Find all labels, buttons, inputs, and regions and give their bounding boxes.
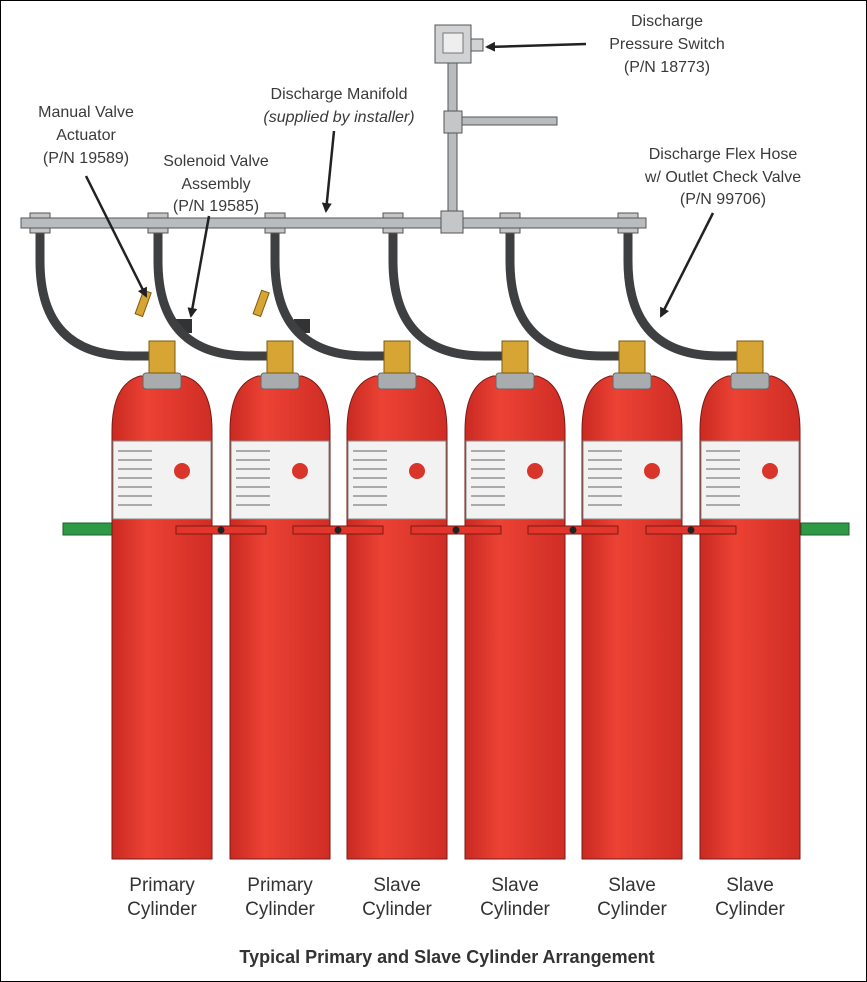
label-graphic bbox=[527, 463, 543, 479]
cylinder-primary bbox=[29, 212, 213, 860]
cylinder-valve bbox=[618, 340, 646, 374]
label-graphic bbox=[409, 463, 425, 479]
cylinder-caption-line1: Slave bbox=[726, 875, 774, 896]
cylinder-label bbox=[347, 440, 447, 520]
cylinder-caption-line1: Primary bbox=[129, 875, 195, 896]
cylinder-neck bbox=[142, 372, 182, 390]
label-graphic bbox=[292, 463, 308, 479]
bracket-bolt bbox=[334, 526, 342, 534]
cylinders bbox=[29, 212, 801, 860]
cylinder-label bbox=[465, 440, 565, 520]
callout-text: Discharge bbox=[631, 13, 703, 30]
cylinder-caption-line2: Cylinder bbox=[127, 899, 197, 920]
bracket-bolt bbox=[569, 526, 577, 534]
cylinder-slave bbox=[264, 212, 448, 860]
bracket-bolt bbox=[217, 526, 225, 534]
callout-text: (P/N 19589) bbox=[43, 150, 129, 167]
cylinder-neck bbox=[260, 372, 300, 390]
cylinder-neck bbox=[495, 372, 535, 390]
flex-hose bbox=[623, 231, 738, 361]
callout-text: w/ Outlet Check Valve bbox=[644, 169, 801, 186]
callout-flex-hose: Discharge Flex Hose w/ Outlet Check Valv… bbox=[644, 146, 801, 318]
callout-pressure-switch: Discharge Pressure Switch (P/N 18773) bbox=[485, 13, 725, 76]
callout-text: Solenoid Valve bbox=[163, 153, 269, 170]
callout-solenoid: Solenoid Valve Assembly (P/N 19585) bbox=[163, 153, 269, 318]
arrow-icon bbox=[84, 175, 148, 298]
bracket-bolt bbox=[452, 526, 460, 534]
flex-hose bbox=[35, 231, 150, 361]
callout-text: Assembly bbox=[181, 176, 250, 193]
arrow-icon bbox=[659, 212, 715, 318]
cylinder-primary bbox=[147, 212, 331, 860]
cylinder-caption-line1: Slave bbox=[373, 875, 421, 896]
discharge-manifold bbox=[20, 40, 647, 234]
cylinder-caption-line2: Cylinder bbox=[480, 899, 550, 920]
callout-text: Discharge Flex Hose bbox=[649, 146, 798, 163]
flex-hose bbox=[505, 231, 620, 361]
cylinder-label bbox=[700, 440, 800, 520]
flex-hose bbox=[153, 231, 268, 361]
cylinder-valve bbox=[148, 340, 176, 374]
cylinder-label bbox=[112, 440, 212, 520]
callout-text: (P/N 99706) bbox=[680, 191, 766, 208]
cylinder-caption-line2: Cylinder bbox=[362, 899, 432, 920]
manual-actuator-lever bbox=[134, 289, 152, 318]
pressure-switch bbox=[434, 24, 484, 64]
flex-hose bbox=[388, 231, 503, 361]
cylinder-slave bbox=[382, 212, 566, 860]
cylinder-label bbox=[230, 440, 330, 520]
callout-manifold: Discharge Manifold (supplied by installe… bbox=[263, 86, 415, 213]
cylinder-valve bbox=[501, 340, 529, 374]
cylinder-valve bbox=[383, 340, 411, 374]
callout-text: (P/N 18773) bbox=[624, 59, 710, 76]
arrow-icon bbox=[321, 130, 336, 213]
cylinder-caption-line1: Slave bbox=[608, 875, 656, 896]
cylinder-caption-line2: Cylinder bbox=[245, 899, 315, 920]
callout-text: Pressure Switch bbox=[609, 36, 725, 53]
callout-text: (supplied by installer) bbox=[263, 109, 414, 126]
label-graphic bbox=[762, 463, 778, 479]
arrow-icon bbox=[485, 41, 587, 52]
cylinder-label bbox=[582, 440, 682, 520]
arrow-icon bbox=[187, 215, 211, 318]
callout-text: Manual Valve bbox=[38, 104, 134, 121]
manual-actuator-lever bbox=[252, 289, 270, 318]
callout-manual-actuator: Manual Valve Actuator (P/N 19589) bbox=[38, 104, 148, 298]
cylinder-valve bbox=[736, 340, 764, 374]
callout-text: (P/N 19585) bbox=[173, 198, 259, 215]
callout-text: Actuator bbox=[56, 127, 116, 144]
label-graphic bbox=[174, 463, 190, 479]
cylinder-valve bbox=[266, 340, 294, 374]
cylinder-neck bbox=[612, 372, 652, 390]
diagram-caption: Typical Primary and Slave Cylinder Arran… bbox=[239, 947, 654, 967]
callout-text: Discharge Manifold bbox=[271, 86, 408, 103]
cylinder-caption-line1: Slave bbox=[491, 875, 539, 896]
cylinder-neck bbox=[377, 372, 417, 390]
cylinder-caption-line2: Cylinder bbox=[715, 899, 785, 920]
bracket-bolt bbox=[687, 526, 695, 534]
mounting-rail-left bbox=[62, 522, 114, 536]
cylinder-caption-line2: Cylinder bbox=[597, 899, 667, 920]
label-graphic bbox=[644, 463, 660, 479]
mounting-rail-right bbox=[800, 522, 850, 536]
flex-hose bbox=[270, 231, 385, 361]
cylinder-caption-line1: Primary bbox=[247, 875, 313, 896]
cylinder-slave bbox=[499, 212, 683, 860]
cylinder-neck bbox=[730, 372, 770, 390]
